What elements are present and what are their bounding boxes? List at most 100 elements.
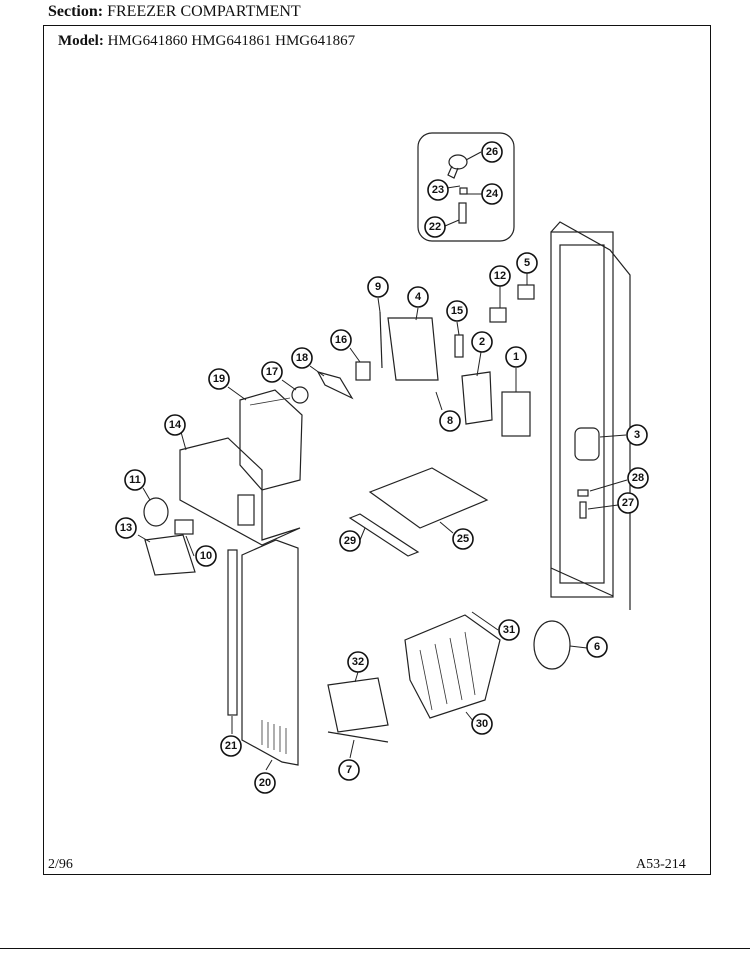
svg-text:31: 31	[503, 624, 515, 636]
callout-19: 19	[208, 368, 230, 390]
leader-lines	[137, 151, 628, 771]
callout-4: 4	[407, 286, 429, 308]
fan-cover	[239, 389, 303, 491]
shelf-rail	[348, 513, 420, 557]
callout-7: 7	[338, 759, 360, 781]
callout-11: 11	[124, 469, 146, 491]
callout-21: 21	[220, 735, 242, 757]
callout-30: 30	[471, 713, 493, 735]
fan-bracket	[387, 317, 439, 381]
bottom-rule	[0, 948, 750, 949]
housing-2	[461, 371, 493, 425]
callout-22: 22	[424, 216, 446, 238]
svg-text:9: 9	[375, 281, 381, 293]
callout-24: 24	[481, 183, 503, 205]
callout-18: 18	[291, 347, 313, 369]
callout-6: 6	[586, 636, 608, 658]
callout-3: 3	[626, 424, 648, 446]
svg-text:25: 25	[457, 533, 469, 545]
svg-text:1: 1	[513, 351, 519, 363]
callout-17: 17	[261, 361, 283, 383]
rear-panel	[241, 539, 299, 766]
svg-text:3: 3	[634, 429, 640, 441]
section-title: Section: FREEZER COMPARTMENT	[48, 3, 301, 21]
svg-text:21: 21	[225, 740, 237, 752]
part-15	[454, 334, 464, 358]
svg-text:20: 20	[259, 777, 271, 789]
svg-text:13: 13	[120, 522, 132, 534]
svg-text:11: 11	[129, 474, 141, 486]
svg-text:2: 2	[479, 336, 485, 348]
callout-23: 23	[427, 179, 449, 201]
svg-text:29: 29	[344, 535, 356, 547]
callout-26: 26	[481, 141, 503, 163]
callout-31: 31	[498, 619, 520, 641]
wire-basket	[404, 614, 501, 719]
callout-8: 8	[439, 410, 461, 432]
model-number-3: HMG641867	[275, 33, 356, 49]
diagram-frame	[43, 25, 711, 875]
svg-text:17: 17	[266, 366, 278, 378]
fan-motor	[355, 361, 371, 381]
svg-text:12: 12	[494, 270, 506, 282]
callout-13: 13	[115, 517, 137, 539]
section-value: FREEZER COMPARTMENT	[107, 3, 301, 20]
inset-parts	[447, 154, 468, 224]
screw-27	[579, 501, 587, 519]
callout-9: 9	[367, 276, 389, 298]
svg-text:26: 26	[486, 146, 498, 158]
svg-text:7: 7	[346, 764, 352, 776]
svg-text:28: 28	[632, 472, 644, 484]
callout-10: 10	[195, 545, 217, 567]
svg-text:18: 18	[296, 352, 308, 364]
callout-15: 15	[446, 300, 468, 322]
part-5	[517, 284, 535, 300]
damper-1	[501, 391, 531, 437]
callout-29: 29	[339, 530, 361, 552]
svg-text:14: 14	[169, 419, 182, 431]
trim-strip	[327, 731, 389, 743]
light-bulb	[143, 497, 169, 527]
svg-text:19: 19	[213, 373, 225, 385]
svg-text:32: 32	[352, 656, 364, 668]
svg-text:8: 8	[447, 415, 453, 427]
svg-text:23: 23	[432, 184, 444, 196]
svg-text:4: 4	[415, 291, 422, 303]
model-number-2: HMG641861	[191, 33, 272, 49]
callout-25: 25	[452, 528, 474, 550]
glass-shelf	[368, 467, 489, 529]
callout-20: 20	[254, 772, 276, 794]
callout-16: 16	[330, 329, 352, 351]
svg-text:24: 24	[486, 188, 499, 200]
callout-5: 5	[516, 252, 538, 274]
svg-text:22: 22	[429, 221, 441, 233]
part-12	[489, 307, 507, 323]
svg-text:15: 15	[451, 305, 463, 317]
footer-date: 2/96	[48, 857, 73, 872]
callout-27: 27	[617, 492, 639, 514]
model-number-1: HMG641860	[107, 33, 188, 49]
callout-2: 2	[471, 331, 493, 353]
footer-page-code: A53-214	[636, 857, 686, 872]
fan-blade	[291, 386, 309, 404]
svg-text:16: 16	[335, 334, 347, 346]
svg-text:30: 30	[476, 718, 488, 730]
callout-28: 28	[627, 467, 649, 489]
evaporator-cover	[179, 437, 301, 546]
freezer-door	[550, 221, 631, 610]
callout-12: 12	[489, 265, 511, 287]
callout-32: 32	[347, 651, 369, 673]
light-socket	[174, 519, 194, 535]
callout-1: 1	[505, 346, 527, 368]
svg-text:6: 6	[594, 641, 600, 653]
inset-box	[417, 132, 515, 242]
fan-blade-bracket	[316, 371, 354, 400]
svg-text:27: 27	[622, 497, 634, 509]
basket-front	[327, 677, 389, 733]
section-label: Section:	[48, 3, 104, 20]
svg-text:5: 5	[524, 257, 530, 269]
svg-text:10: 10	[200, 550, 212, 562]
model-line: Model: HMG641860 HMG641861 HMG641867	[58, 33, 355, 50]
screw-28	[577, 489, 589, 497]
